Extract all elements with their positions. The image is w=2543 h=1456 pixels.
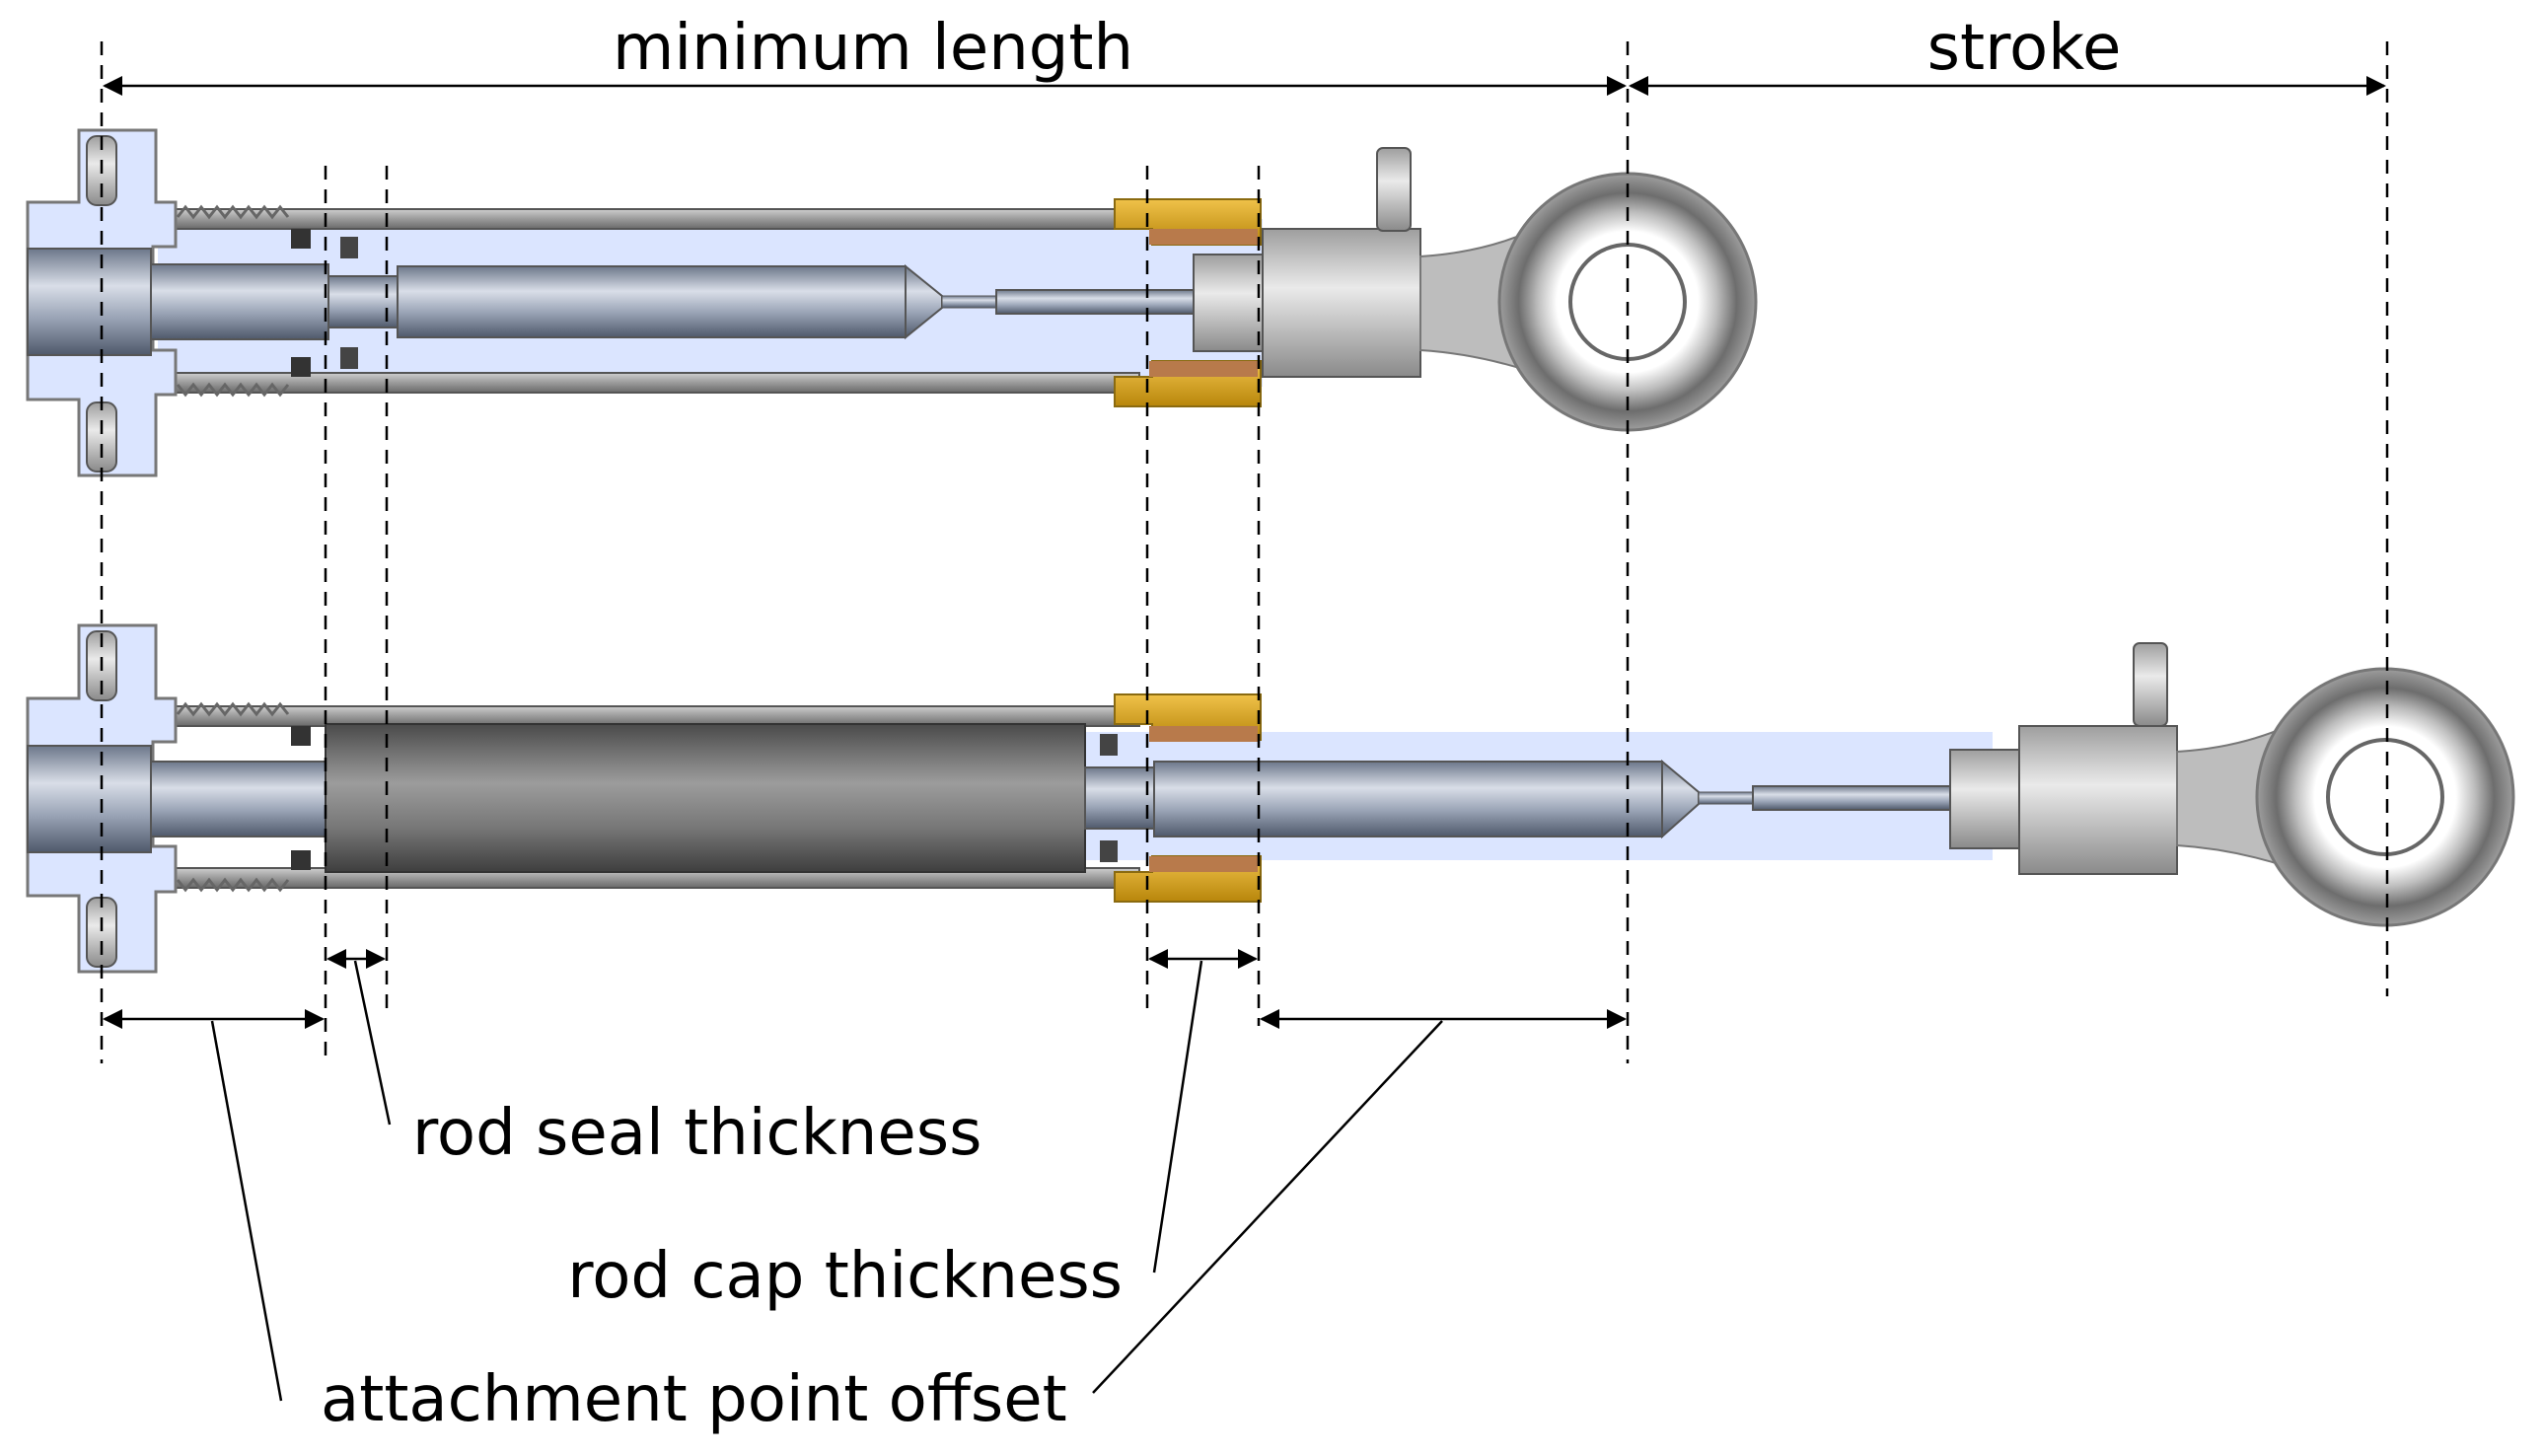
rod-end-bore [2326, 738, 2444, 856]
reference-lines [100, 41, 2389, 1063]
rod-stem [150, 263, 329, 340]
rod-cap-bush-bottom [1149, 361, 1258, 377]
seal-3 [340, 237, 358, 258]
seal-1 [291, 229, 311, 249]
rod-seal-zone [1084, 766, 1155, 830]
rod-cap-bush-bottom [1149, 856, 1258, 872]
barrel-top-wall [172, 208, 1140, 230]
seal-1 [291, 726, 311, 746]
leader-rod-seal [353, 960, 392, 1126]
rod-end-nut [1193, 254, 1264, 352]
minimum-length-label: minimum length [613, 12, 1133, 85]
seal-2 [291, 357, 311, 377]
rod-needle [941, 295, 997, 309]
thread-top [176, 701, 290, 717]
dimension-lines [103, 76, 2386, 1029]
leader-rod-cap [1152, 960, 1203, 1274]
rod-needle [1698, 791, 1754, 805]
grease-nipple [1376, 147, 1412, 232]
rod-end-shaft [995, 289, 1204, 315]
mount-pin-bottom [86, 401, 117, 473]
leader-attachment-left [210, 1020, 283, 1402]
leader-lines [210, 960, 1443, 1402]
rod-end-shaft [1752, 785, 1961, 811]
seal-4 [1100, 840, 1118, 862]
rod-cap-bush-top [1149, 726, 1258, 742]
rod-cap-bush-top [1149, 229, 1258, 245]
seal-3 [1100, 734, 1118, 756]
grease-nipple [2133, 642, 2168, 727]
rod-seal-thickness-label: rod seal thickness [412, 1097, 981, 1170]
thread-bottom [176, 877, 290, 893]
thread-bottom [176, 382, 290, 398]
base-plug [27, 248, 152, 356]
rod-cap-thickness-label: rod cap thickness [567, 1240, 1123, 1313]
rod-body [397, 265, 907, 338]
base-plug [27, 745, 152, 853]
extended-cylinder [26, 623, 2515, 974]
piston [325, 723, 1086, 873]
thread-top [176, 204, 290, 220]
rod-end-housing [2018, 725, 2178, 875]
attachment-point-offset-label: attachment point offset [321, 1363, 1067, 1436]
leader-attachment-right [1092, 1020, 1443, 1394]
stroke-label: stroke [1927, 12, 2122, 85]
seal-2 [291, 850, 311, 870]
rod-end-nut [1949, 749, 2020, 849]
rod-stem [150, 761, 329, 837]
mount-pin-bottom [86, 897, 117, 968]
rod-end-housing [1262, 228, 1421, 378]
rod-body [1153, 761, 1663, 837]
barrel-bottom-wall [172, 372, 1140, 394]
seal-4 [340, 347, 358, 369]
retracted-cylinder [26, 128, 1758, 477]
